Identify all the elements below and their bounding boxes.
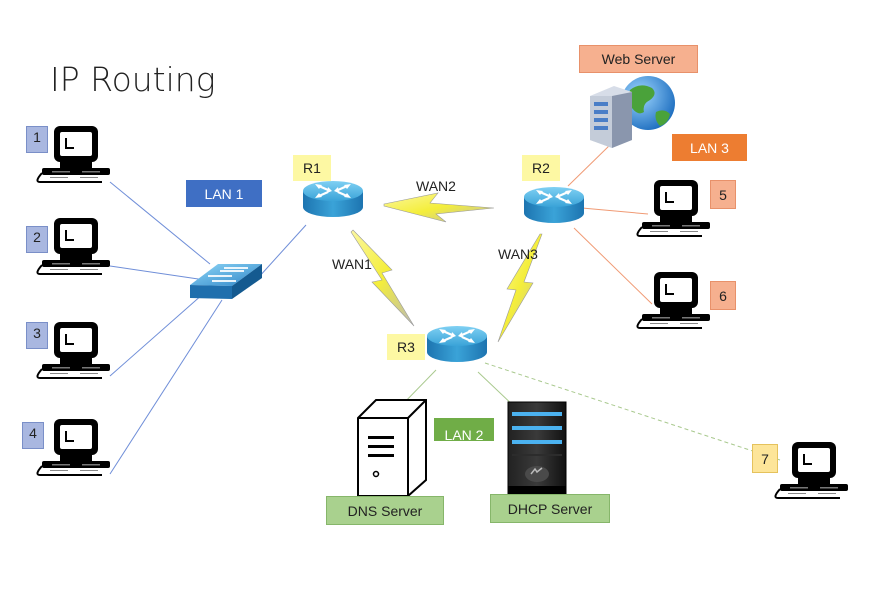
- wan1-lightning-icon: [350, 229, 415, 327]
- host-7-computer-icon: [774, 441, 849, 499]
- lan2-label: LAN 2: [434, 418, 494, 441]
- host-1-computer-icon: [36, 125, 111, 183]
- host-1-badge: 1: [26, 126, 48, 153]
- host-3-badge: 3: [26, 322, 48, 349]
- host-5-badge: 5: [710, 180, 736, 209]
- dns-server-icon: [357, 399, 427, 497]
- r3-label: R3: [387, 334, 425, 360]
- page-title: IP Routing: [50, 60, 216, 99]
- lan1-label: LAN 1: [186, 180, 262, 207]
- web-server-icon: [590, 76, 675, 148]
- host-4-badge: 4: [22, 422, 44, 449]
- r2-label: R2: [522, 155, 560, 181]
- lan1-switch-icon: [190, 264, 262, 299]
- wan1-label: WAN1: [332, 256, 372, 272]
- host-3-computer-icon: [36, 321, 111, 379]
- host-2-computer-icon: [36, 217, 111, 275]
- wan3-lightning-icon: [497, 233, 543, 343]
- host-5-computer-icon: [636, 179, 711, 237]
- host-4-computer-icon: [36, 418, 111, 476]
- host-6-badge: 6: [710, 281, 736, 310]
- wan2-label: WAN2: [416, 178, 456, 194]
- dhcp-server-icon: [507, 401, 567, 495]
- r3-router-icon: [425, 324, 489, 364]
- wan3-label: WAN3: [498, 246, 538, 262]
- r1-router-icon: [301, 179, 365, 219]
- host-2-badge: 2: [26, 226, 48, 253]
- dhcp-server-label: DHCP Server: [490, 494, 610, 523]
- lan3-links: [567, 142, 653, 305]
- lan3-label: LAN 3: [672, 134, 747, 161]
- web-server-label: Web Server: [579, 45, 698, 73]
- r2-router-icon: [522, 185, 586, 225]
- wan2-lightning-icon: [383, 192, 495, 223]
- dns-server-label: DNS Server: [326, 496, 444, 525]
- lan2-links: [399, 362, 781, 461]
- lan1-links: [109, 181, 307, 475]
- r1-label: R1: [293, 155, 331, 181]
- host-7-badge: 7: [752, 444, 778, 473]
